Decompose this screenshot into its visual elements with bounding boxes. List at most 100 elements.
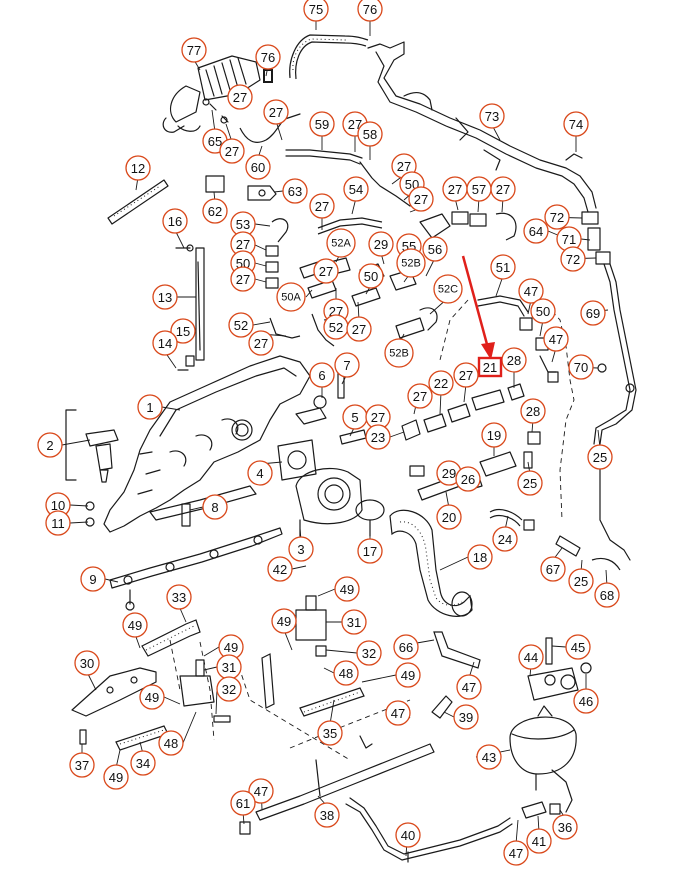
- callout-c39: 39: [453, 704, 479, 730]
- callout-c60: 60: [245, 154, 271, 180]
- callout-c27l: 27: [313, 258, 339, 284]
- callout-circle: [314, 802, 340, 828]
- callout-c47e: 47: [248, 778, 274, 804]
- callout-circle: [479, 103, 505, 129]
- callout-c63: 63: [282, 178, 308, 204]
- callout-c8: 8: [202, 494, 228, 520]
- callout-circle: [122, 612, 148, 638]
- callout-label: 22: [434, 376, 448, 391]
- callout-circle: [396, 248, 426, 278]
- callout-circle: [357, 538, 383, 564]
- callout-c69: 69: [580, 300, 606, 326]
- callout-label: 25: [523, 476, 537, 491]
- callout-circle: [395, 822, 421, 848]
- callout-label: 2: [46, 438, 53, 453]
- callout-circle: [526, 828, 552, 854]
- callout-label: 44: [524, 650, 538, 665]
- callout-circle: [202, 198, 228, 224]
- callout-label: 39: [459, 710, 473, 725]
- callout-label: 70: [574, 360, 588, 375]
- callout-c76a: 76: [357, 0, 383, 22]
- callout-circle: [357, 121, 383, 147]
- callout-c49c: 49: [122, 612, 148, 638]
- callout-circle: [580, 300, 606, 326]
- callout-c13: 13: [152, 284, 178, 310]
- callout-c74: 74: [563, 111, 589, 137]
- callout-c32b: 32: [216, 676, 242, 702]
- callout-label: 41: [532, 834, 546, 849]
- callout-circle: [428, 370, 454, 396]
- callout-circle: [568, 568, 594, 594]
- callout-c3: 3: [288, 536, 314, 562]
- callout-circle: [230, 266, 256, 292]
- callout-circle: [518, 278, 544, 304]
- callout-circle: [333, 660, 359, 686]
- callout-label: 31: [347, 615, 361, 630]
- callout-circle: [356, 640, 382, 666]
- callout-label: 48: [339, 666, 353, 681]
- callout-c57: 57: [466, 176, 492, 202]
- callout-label: 77: [187, 43, 201, 58]
- callout-label: 29: [442, 466, 456, 481]
- callout-circle: [476, 744, 502, 770]
- callout-label: 16: [168, 214, 182, 229]
- callout-c1: 1: [137, 394, 163, 420]
- callout-label: 27: [397, 159, 411, 174]
- callout-circle: [568, 354, 594, 380]
- callout-c52e: 52: [323, 314, 349, 340]
- callout-label: 37: [75, 758, 89, 773]
- callout-label: 59: [315, 117, 329, 132]
- callout-c51: 51: [490, 254, 516, 280]
- callout-circle: [80, 566, 106, 592]
- callout-c52d: 52: [228, 312, 254, 338]
- callout-c27p: 27: [453, 362, 479, 388]
- callout-circle: [346, 316, 372, 342]
- callout-c76b: 76: [255, 44, 281, 70]
- callout-label: 43: [482, 750, 496, 765]
- callout-c47d: 47: [385, 700, 411, 726]
- callout-label: 52B: [389, 348, 409, 360]
- callout-c49a: 49: [334, 576, 360, 602]
- callout-circle: [230, 790, 256, 816]
- callout-c71: 71: [556, 226, 582, 252]
- callout-label: 13: [158, 290, 172, 305]
- callout-label: 49: [109, 770, 123, 785]
- callout-c50c: 50: [358, 263, 384, 289]
- callout-label: 23: [371, 430, 385, 445]
- callout-label: 58: [363, 127, 377, 142]
- callout-label: 53: [236, 217, 250, 232]
- callout-label: 25: [574, 574, 588, 589]
- callout-c40: 40: [395, 822, 421, 848]
- callout-c47c: 47: [456, 674, 482, 700]
- callout-circle: [540, 556, 566, 582]
- callout-c5: 5: [342, 404, 368, 430]
- callout-circle: [37, 432, 63, 458]
- callout-c46: 46: [573, 688, 599, 714]
- callout-c52B: 52B: [384, 338, 414, 368]
- callout-circle: [202, 494, 228, 520]
- callout-circle: [69, 752, 95, 778]
- callout-circle: [573, 688, 599, 714]
- callout-label: 75: [309, 2, 323, 17]
- highlight-box: [477, 356, 503, 378]
- callout-c52b: 52B: [396, 248, 426, 278]
- callout-label: 48: [164, 736, 178, 751]
- callout-circle: [407, 383, 433, 409]
- callout-c31b: 31: [216, 654, 242, 680]
- callout-label: 71: [562, 232, 576, 247]
- callout-c47a: 47: [518, 278, 544, 304]
- callout-c19: 19: [481, 422, 507, 448]
- callout-circle: [530, 298, 556, 324]
- callout-label: 45: [571, 640, 585, 655]
- callout-circle: [422, 236, 448, 262]
- callout-label: 66: [399, 640, 413, 655]
- callout-circle: [227, 84, 253, 110]
- callout-circle: [384, 338, 414, 368]
- callout-label: 73: [485, 109, 499, 124]
- callout-c12: 12: [125, 155, 151, 181]
- callout-c48b: 48: [158, 730, 184, 756]
- callout-circle: [170, 318, 196, 344]
- callout-circle: [309, 362, 335, 388]
- callout-label: 67: [546, 562, 560, 577]
